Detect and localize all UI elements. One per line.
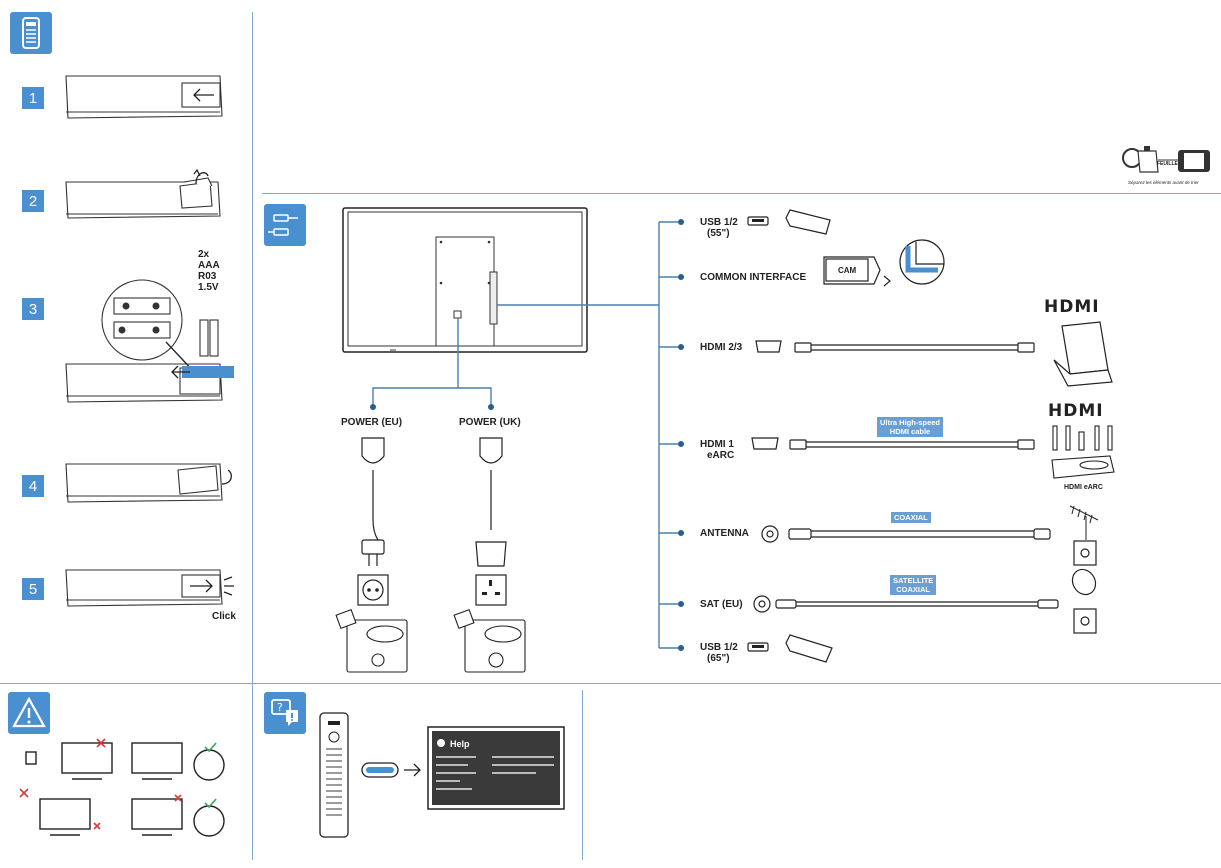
hdmi1-earc-label: eARC: [707, 450, 735, 461]
common-interface-label: COMMON INTERFACE: [700, 272, 807, 283]
uhs-tag-line-1: Ultra High-speed: [880, 418, 941, 427]
power-eu-label: POWER (EU): [341, 417, 403, 428]
antenna-label: ANTENNA: [700, 528, 749, 539]
step-number-5: 5: [22, 578, 44, 600]
remote-control-icon: [10, 12, 52, 54]
battery-iec: R03: [198, 271, 217, 282]
divider-vertical-bottom: [582, 690, 583, 860]
svg-text:?: ?: [277, 701, 283, 714]
safety-warnings-illustration: [19, 738, 225, 837]
hdmi1-label: HDMI 1: [700, 439, 734, 450]
ultra-high-speed-tag: Ultra High-speed HDMI cable: [877, 417, 944, 437]
sat-label: SAT (EU): [700, 599, 743, 610]
remote-steps-illustration: [65, 75, 234, 607]
help-screen-title: Help: [450, 739, 470, 749]
uhs-tag-line-2: HDMI cable: [889, 427, 931, 436]
hdmi-earc-caption: HDMI eARC: [1064, 484, 1103, 491]
step-number-3: 3: [22, 298, 44, 320]
recycle-note: Séparez les éléments avant de trier: [1128, 180, 1199, 185]
step-number-1: 1: [22, 87, 44, 109]
usb-bottom-size: (65"): [707, 653, 730, 664]
hdmi23-label: HDMI 2/3: [700, 342, 743, 353]
usb-top-size: (55"): [707, 228, 730, 239]
battery-type: AAA: [198, 260, 220, 271]
usb-top-label: USB 1/2: [700, 217, 738, 228]
recycle-brand-label: FEUILLE: [1157, 161, 1178, 167]
divider-vertical-left: [252, 12, 253, 860]
cable-connection-icon: [264, 204, 306, 246]
cam-label: CAM: [838, 266, 857, 275]
help-illustration: [319, 712, 565, 838]
step-number-4: 4: [22, 475, 44, 497]
connection-diagram: [335, 207, 1115, 673]
warning-triangle-icon: [8, 692, 50, 734]
divider-horizontal-mid: [262, 193, 1221, 194]
sat-tag-line-2: COAXIAL: [896, 585, 931, 594]
battery-voltage: 1.5V: [198, 282, 219, 293]
hdmi-logo-bottom: HDMI: [1048, 401, 1104, 421]
recycling-sorting-icon: [1122, 146, 1210, 173]
hdmi-logo-top: HDMI: [1044, 297, 1100, 317]
help-speech-bubble-icon: ?: [264, 692, 306, 734]
sat-tag-line-1: SATELLITE: [893, 576, 934, 585]
satellite-coaxial-tag: SATELLITE COAXIAL: [890, 575, 937, 595]
battery-count: 2x: [198, 249, 210, 260]
coaxial-tag: COAXIAL: [891, 512, 931, 523]
step-number-2: 2: [22, 190, 44, 212]
usb-bottom-label: USB 1/2: [700, 642, 738, 653]
click-label: Click: [212, 611, 236, 622]
divider-horizontal-bottom: [0, 683, 1221, 684]
power-uk-label: POWER (UK): [459, 417, 521, 428]
